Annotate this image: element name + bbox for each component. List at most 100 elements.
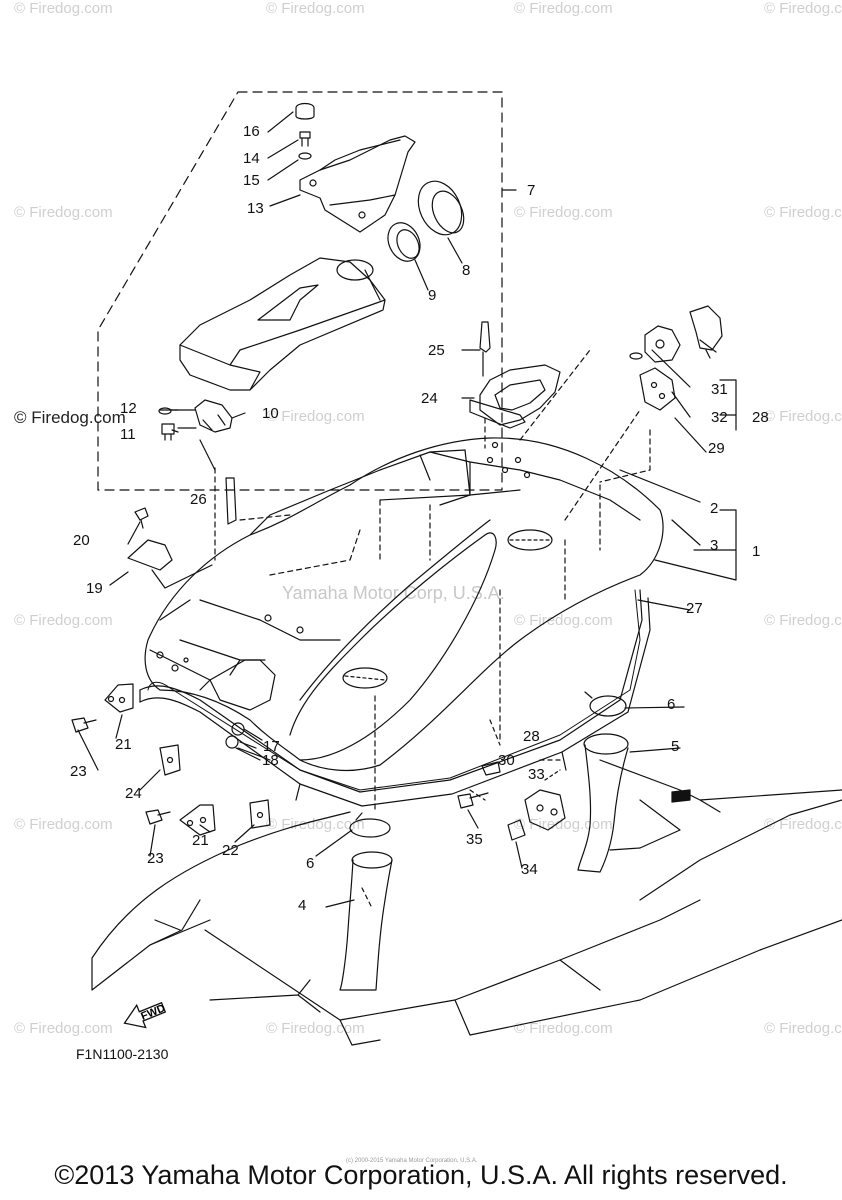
part-34	[507, 819, 526, 841]
part-10	[194, 399, 233, 433]
fwd-label: FWD	[139, 1002, 167, 1023]
watermark: © Firedog.com	[266, 408, 365, 425]
part-label-26: 26	[190, 491, 207, 508]
watermark: © Firedog.com	[764, 204, 842, 221]
part-23b	[145, 809, 171, 825]
watermark: © Firedog.com	[14, 1020, 113, 1037]
part-15	[298, 152, 312, 160]
watermark: © Firedog.com	[514, 612, 613, 629]
part-label-19: 19	[86, 580, 103, 597]
watermark: © Firedog.com	[266, 1020, 365, 1037]
part-25	[479, 321, 491, 353]
part-20	[134, 507, 149, 529]
part-label-23: 23	[70, 763, 87, 780]
part-label-33: 33	[528, 766, 545, 783]
watermark: © Firedog.com	[514, 816, 613, 833]
watermark: © Firedog.com	[14, 204, 113, 221]
part-18	[225, 735, 239, 749]
part-9	[387, 222, 421, 262]
part-8	[417, 180, 463, 236]
part-label-1: 1	[752, 543, 761, 560]
part-24b	[159, 744, 181, 776]
part-label-14: 14	[243, 150, 260, 167]
part-6a	[349, 818, 391, 838]
part-35	[457, 792, 489, 809]
hull-floor	[91, 811, 351, 991]
part-label-11: 11	[120, 426, 136, 443]
copyright-footer: ©2013 Yamaha Motor Corporation, U.S.A. A…	[54, 1160, 788, 1190]
part-label-17: 17	[263, 738, 280, 755]
part-label-30: 30	[498, 752, 515, 769]
part-label-23-lower: 23	[147, 850, 164, 867]
part-label-21-lower: 21	[192, 832, 209, 849]
subassembly-outline	[97, 91, 503, 491]
part-14	[299, 131, 311, 147]
fwd-arrow: FWD	[123, 1001, 167, 1029]
part-label-32: 32	[711, 409, 728, 426]
part-4	[339, 859, 393, 991]
watermark: © Firedog.com	[14, 0, 113, 17]
part-26	[225, 477, 237, 525]
part-label-22: 22	[222, 842, 239, 859]
part-label-6: 6	[667, 696, 676, 713]
watermark: © Firedog.com	[266, 816, 365, 833]
watermark: © Firedog.com	[764, 408, 842, 425]
part-label-12: 12	[120, 400, 137, 417]
part-label-16: 16	[243, 123, 260, 140]
tiny-copyright-note: (c) 2000-2015 Yamaha Motor Corporation, …	[346, 1158, 478, 1164]
part-label-35: 35	[466, 831, 483, 848]
watermark: © Firedog.com	[14, 816, 113, 833]
watermark: © Firedog.com	[764, 0, 842, 17]
part-16	[295, 102, 315, 120]
part-label-20: 20	[73, 532, 90, 549]
part-29	[639, 367, 676, 411]
hood-outer	[144, 437, 664, 772]
part-label-28-lower: 28	[523, 728, 540, 745]
watermark: © Firedog.com	[764, 816, 842, 833]
part-21a	[104, 683, 134, 713]
part-label-31: 31	[711, 381, 728, 398]
part-11	[161, 423, 175, 441]
hood-seal	[147, 589, 641, 791]
part-6b	[589, 695, 627, 717]
watermark: © Firedog.com	[266, 0, 365, 17]
part-label-4: 4	[298, 897, 307, 914]
part-label-5: 5	[671, 738, 680, 755]
part-23a	[71, 717, 97, 733]
part-label-7: 7	[527, 182, 536, 199]
diagram-code: F1N1100-2130	[76, 1046, 169, 1062]
air-box	[179, 257, 386, 391]
part-21b	[179, 804, 216, 836]
part-30b	[481, 761, 501, 776]
hood-scoop	[289, 532, 497, 761]
part-label-3: 3	[710, 537, 719, 554]
watermark: © Firedog.com	[764, 612, 842, 629]
watermark: © Firedog.com	[514, 204, 613, 221]
hull-gunwale	[139, 589, 643, 793]
air-box-slot	[257, 284, 319, 321]
part-label-6-lower: 6	[306, 855, 315, 872]
watermark: © Firedog.com	[764, 1020, 842, 1037]
part-30	[629, 352, 643, 360]
part-label-29: 29	[708, 440, 725, 457]
part-13	[299, 135, 416, 233]
part-19	[127, 539, 173, 571]
part-label-25: 25	[428, 342, 445, 359]
center-watermark: Yamaha Motor Corp, U.S.A.	[282, 583, 505, 603]
part-label-2: 2	[710, 500, 719, 517]
watermark: © Firedog.com	[514, 1020, 613, 1037]
part-33	[524, 789, 566, 831]
part-label-28: 28	[752, 409, 769, 426]
part-32	[644, 325, 681, 363]
part-label-27: 27	[686, 600, 703, 617]
part-label-13: 13	[247, 200, 264, 217]
part-label-15: 15	[243, 172, 260, 189]
part-label-34: 34	[521, 861, 538, 878]
part-5	[577, 744, 629, 873]
part-label-24-lower: 24	[125, 785, 142, 802]
watermark: © Firedog.com	[514, 0, 613, 17]
watermark: © Firedog.com	[14, 612, 113, 629]
part-label-18: 18	[262, 752, 279, 769]
part-24-handle	[479, 364, 561, 426]
